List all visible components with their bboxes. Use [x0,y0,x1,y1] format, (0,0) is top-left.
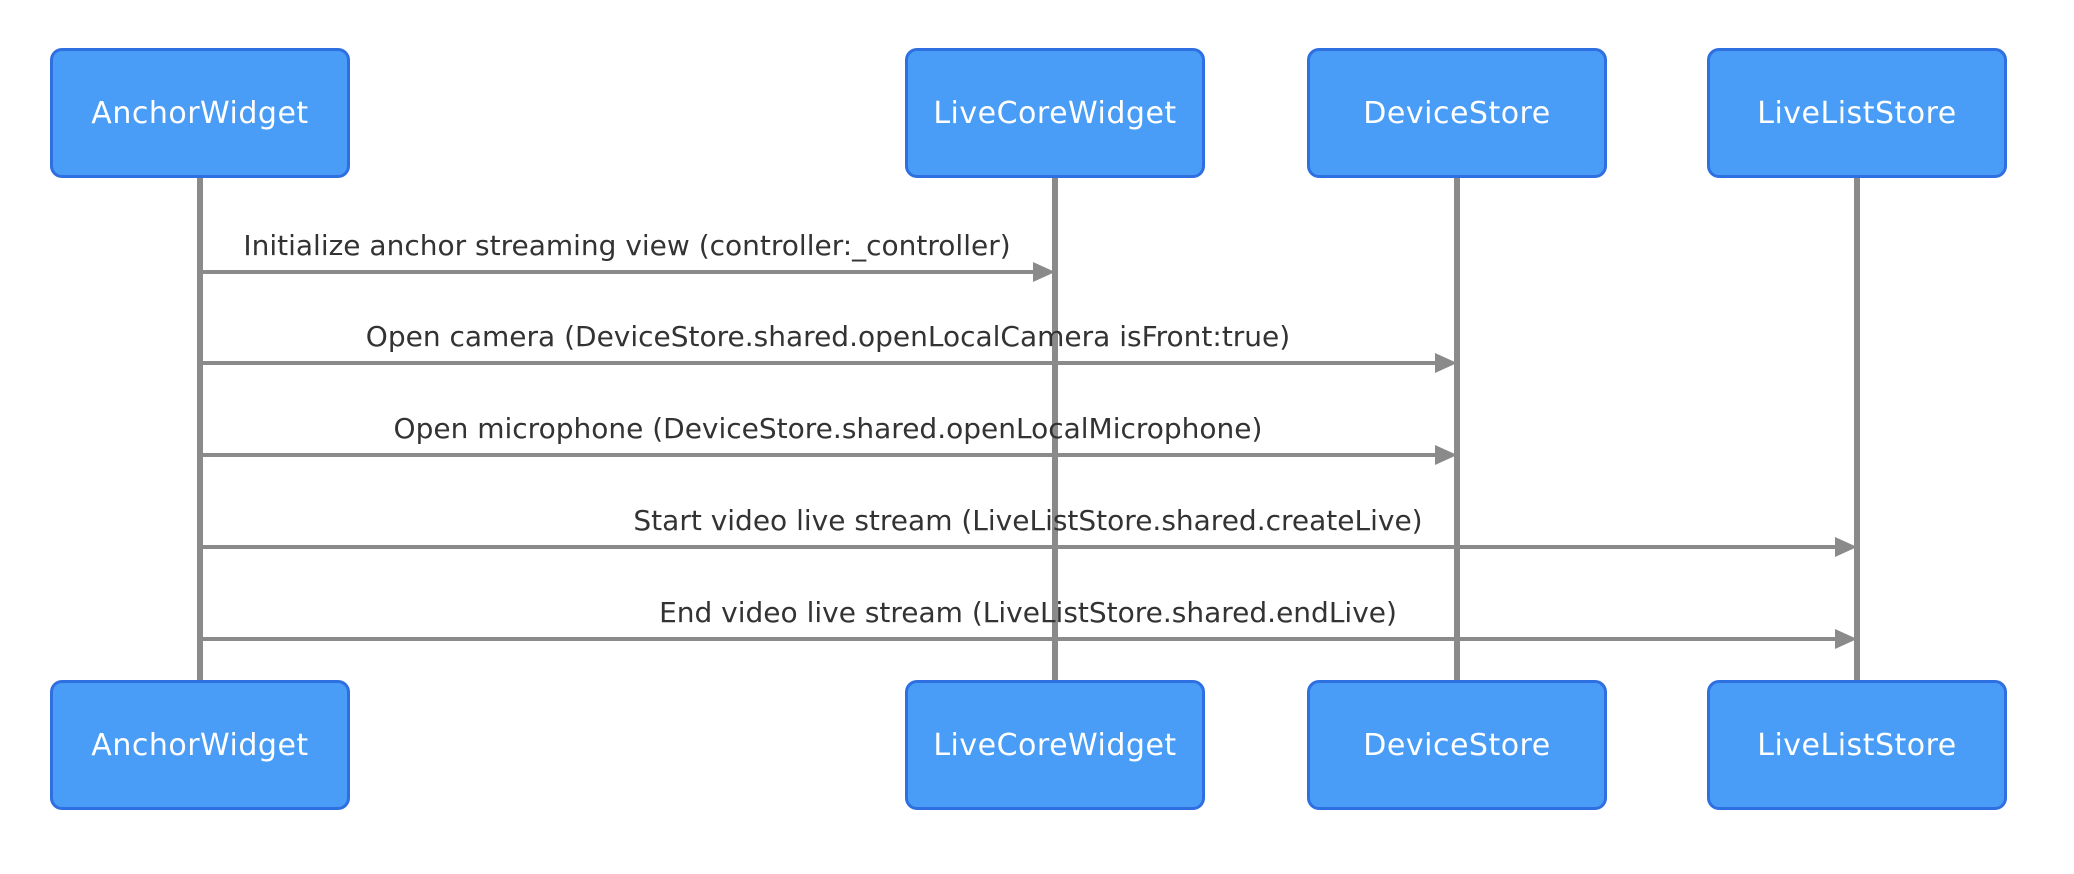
actor-bottom-anchorwidget: AnchorWidget [50,680,350,810]
arrow-head-icon-2 [1435,353,1457,373]
arrow-head-icon-4 [1835,537,1857,557]
message-label-3: Open microphone (DeviceStore.shared.open… [393,412,1263,445]
arrow-head-icon-1 [1033,262,1055,282]
lifeline-devicestore [1454,178,1460,680]
lifeline-liveliststore [1854,178,1860,680]
actor-bottom-devicestore: DeviceStore [1307,680,1607,810]
message-line-4 [200,545,1837,549]
actor-bottom-livecorewidget: LiveCoreWidget [905,680,1205,810]
arrow-head-icon-3 [1435,445,1457,465]
actor-top-devicestore: DeviceStore [1307,48,1607,178]
message-label-5: End video live stream (LiveListStore.sha… [659,596,1397,629]
message-label-1: Initialize anchor streaming view (contro… [243,229,1011,262]
lifeline-anchorwidget [197,178,203,680]
message-line-3 [200,453,1437,457]
message-line-2 [200,361,1437,365]
actor-top-livecorewidget: LiveCoreWidget [905,48,1205,178]
message-line-5 [200,637,1837,641]
message-line-1 [200,270,1035,274]
actor-top-anchorwidget: AnchorWidget [50,48,350,178]
actor-bottom-liveliststore: LiveListStore [1707,680,2007,810]
message-label-2: Open camera (DeviceStore.shared.openLoca… [365,320,1291,353]
arrow-head-icon-5 [1835,629,1857,649]
message-label-4: Start video live stream (LiveListStore.s… [633,504,1423,537]
actor-top-liveliststore: LiveListStore [1707,48,2007,178]
lifeline-livecorewidget [1052,178,1058,680]
